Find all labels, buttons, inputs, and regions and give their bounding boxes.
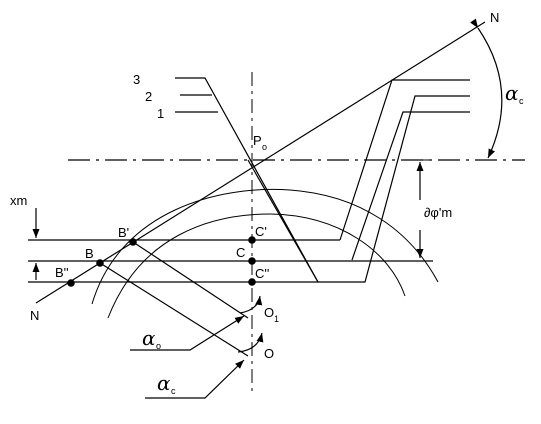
point-C <box>248 257 256 265</box>
label-alpha-o-left: α <box>142 326 156 350</box>
radius-O <box>99 262 249 357</box>
label-alpha-c-right: α <box>505 81 519 105</box>
leader-alpha-o <box>130 315 245 351</box>
leader-alpha-c <box>145 359 245 399</box>
angle-arc-O1 <box>239 295 263 314</box>
label-Bprime: B' <box>118 225 129 240</box>
rack-profile-1 <box>339 79 470 241</box>
angle-arc-alpha-c <box>470 18 503 159</box>
point-Bdprime <box>67 279 75 287</box>
label-alpha-o-left-sub: o <box>156 341 161 351</box>
label-O1: O <box>264 305 274 320</box>
point-Cdprime <box>248 278 256 286</box>
label-alpha-c-left-sub: c <box>171 386 176 396</box>
label-C: C <box>236 245 245 260</box>
label-Bdprime: B'' <box>55 265 69 280</box>
label-shift: ∂φ'm <box>424 205 452 220</box>
angle-arc-O <box>237 332 264 353</box>
profile-through-P <box>247 159 319 283</box>
radius-O1 <box>132 241 249 319</box>
label-line-1: 1 <box>157 106 164 121</box>
label-line-2: 2 <box>145 89 152 104</box>
label-alpha-c-left: α <box>157 371 171 395</box>
point-Bprime <box>129 238 137 246</box>
label-Cprime: C' <box>255 224 267 239</box>
rack-profile-2 <box>351 111 470 261</box>
label-O1-sub: 1 <box>274 314 279 324</box>
label-xm: xm <box>10 193 27 208</box>
line-of-action <box>35 21 486 304</box>
label-P: P <box>253 133 262 148</box>
arc-outer-1 <box>91 188 439 305</box>
label-O: O <box>264 346 274 361</box>
label-B: B <box>85 246 94 261</box>
label-N-bottom: N <box>30 308 39 323</box>
label-alpha-c-right-sub: c <box>519 96 524 106</box>
point-B <box>96 259 104 267</box>
rack-profile-3 <box>175 77 470 283</box>
arc-outer-2 <box>107 213 406 319</box>
label-N-top: N <box>490 10 499 25</box>
label-line-3: 3 <box>133 72 140 87</box>
label-Cdprime: C'' <box>255 266 269 281</box>
point-Cprime <box>248 236 256 244</box>
label-P-sub: o <box>262 142 267 152</box>
